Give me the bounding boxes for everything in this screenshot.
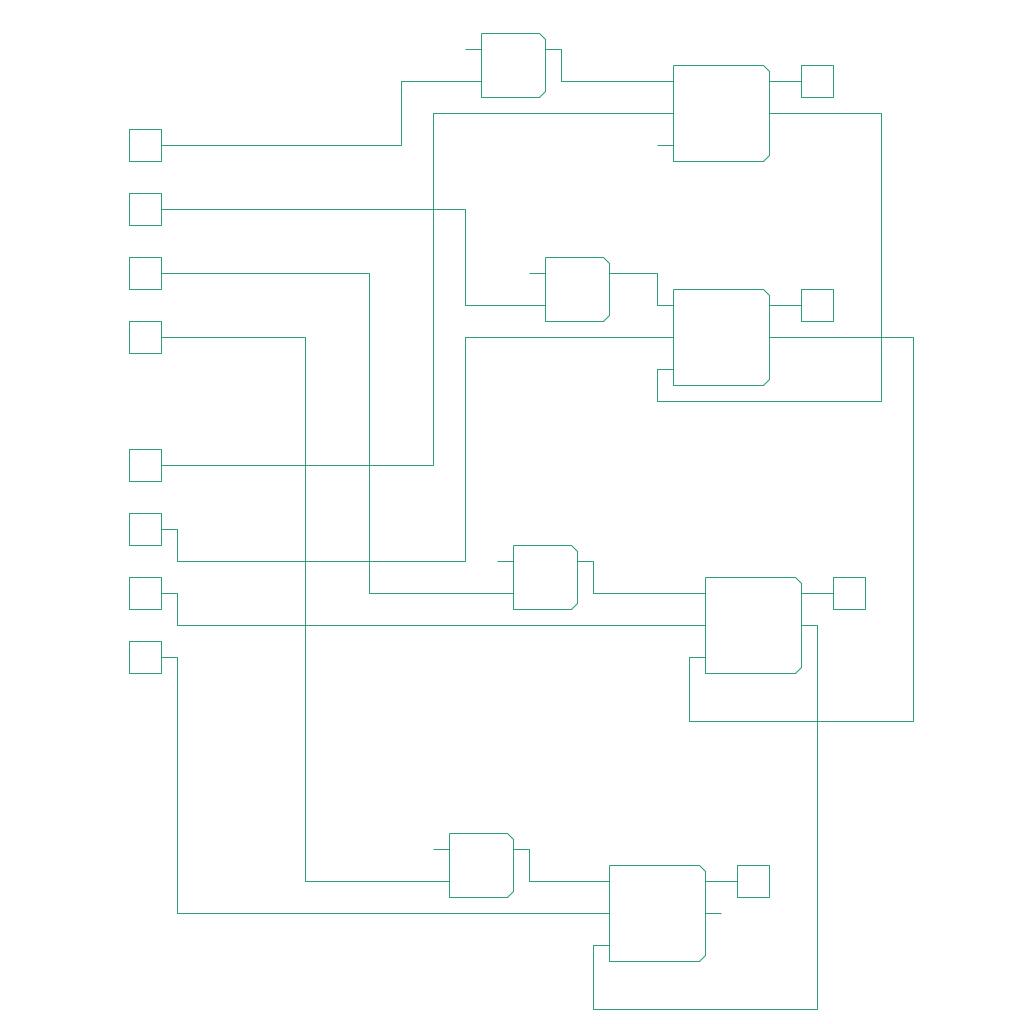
wire-4 <box>161 113 674 466</box>
wire-17 <box>513 849 610 882</box>
input-port-1 <box>129 129 162 162</box>
wire-2 <box>545 49 674 82</box>
input-port-3 <box>129 257 162 290</box>
small-gate-2 <box>545 257 610 322</box>
wire-7 <box>609 273 674 306</box>
wire-12 <box>577 561 706 594</box>
wire-15 <box>593 625 818 1010</box>
small-gate-3 <box>513 545 578 610</box>
input-port-5 <box>129 449 162 482</box>
input-port-2 <box>129 193 162 226</box>
output-port-1 <box>801 65 834 98</box>
large-block-1 <box>673 65 770 162</box>
large-block-3 <box>705 577 802 674</box>
input-port-4 <box>129 321 162 354</box>
output-port-4 <box>737 865 770 898</box>
input-port-7 <box>129 577 162 610</box>
wire-10 <box>689 337 914 722</box>
wire-19 <box>161 657 610 914</box>
small-gate-4 <box>449 833 514 898</box>
input-port-8 <box>129 641 162 674</box>
small-gate-1 <box>481 33 546 98</box>
wire-16 <box>161 337 450 882</box>
large-block-4 <box>609 865 706 962</box>
output-port-2 <box>801 289 834 322</box>
wire-9 <box>161 337 674 562</box>
wire-1 <box>161 81 482 146</box>
output-port-3 <box>833 577 866 610</box>
large-block-2 <box>673 289 770 386</box>
wire-14 <box>161 593 706 626</box>
wire-5 <box>657 113 882 402</box>
wire-11 <box>161 273 514 594</box>
input-port-6 <box>129 513 162 546</box>
wire-6 <box>161 209 546 306</box>
